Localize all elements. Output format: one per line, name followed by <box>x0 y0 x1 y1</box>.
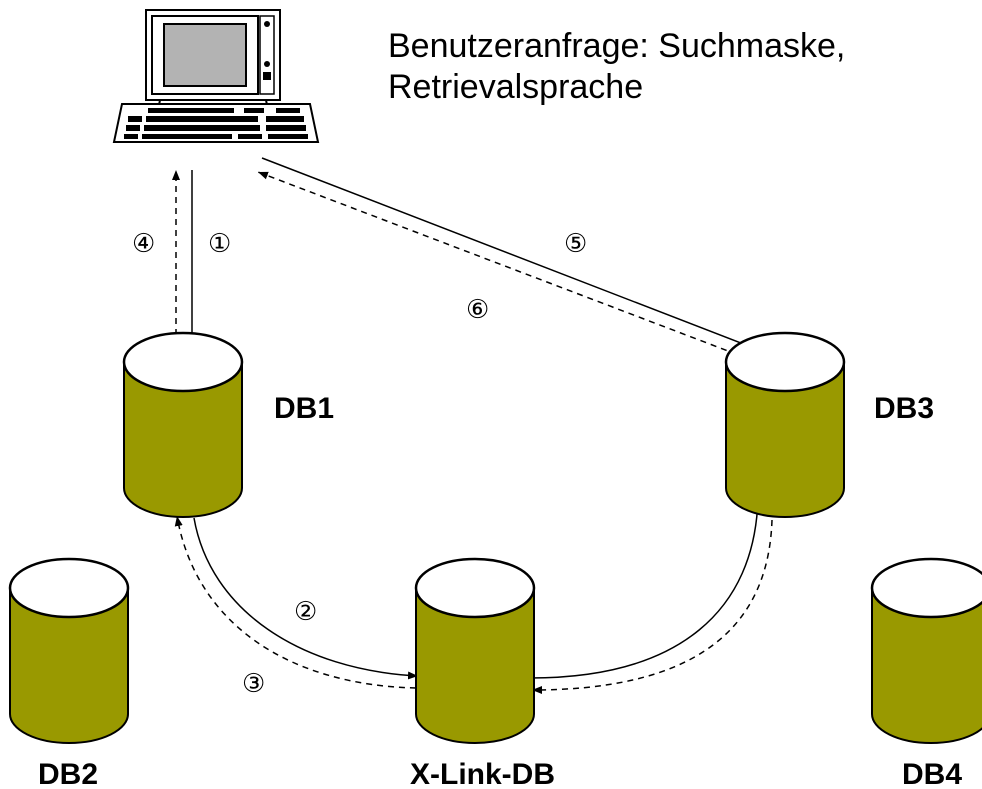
arrow-step-5 <box>261 157 791 363</box>
step-label-1: ① <box>208 229 231 259</box>
db2-label: DB2 <box>38 758 98 789</box>
db4-cylinder <box>870 557 982 744</box>
arrow-xlink-to-db3 <box>529 497 762 679</box>
xlink-db-label: X-Link-DB <box>410 758 555 789</box>
arrow-step-2 <box>193 517 419 680</box>
db1-label: DB1 <box>274 392 334 425</box>
computer-terminal-icon <box>112 9 320 143</box>
db3-cylinder <box>724 331 846 518</box>
query-text-line2: Retrievalsprache <box>388 68 643 106</box>
query-text-line1: Benutzeranfrage: Suchmaske, <box>388 27 845 65</box>
step-label-4: ④ <box>132 229 155 259</box>
db1-cylinder <box>122 331 244 518</box>
step-label-3: ③ <box>242 669 265 699</box>
xlink-db-cylinder <box>414 557 536 744</box>
step-label-2: ② <box>294 597 317 627</box>
db4-label: DB4 <box>902 758 962 789</box>
arrow-step-3 <box>174 515 417 689</box>
db3-label: DB3 <box>874 392 934 425</box>
step-label-6: ⑥ <box>466 295 489 325</box>
monitor-screen <box>163 23 247 87</box>
db2-cylinder <box>8 557 130 744</box>
arrow-step-6 <box>257 171 779 371</box>
step-label-5: ⑤ <box>564 229 587 259</box>
arrow-db3-to-xlink <box>531 519 773 694</box>
